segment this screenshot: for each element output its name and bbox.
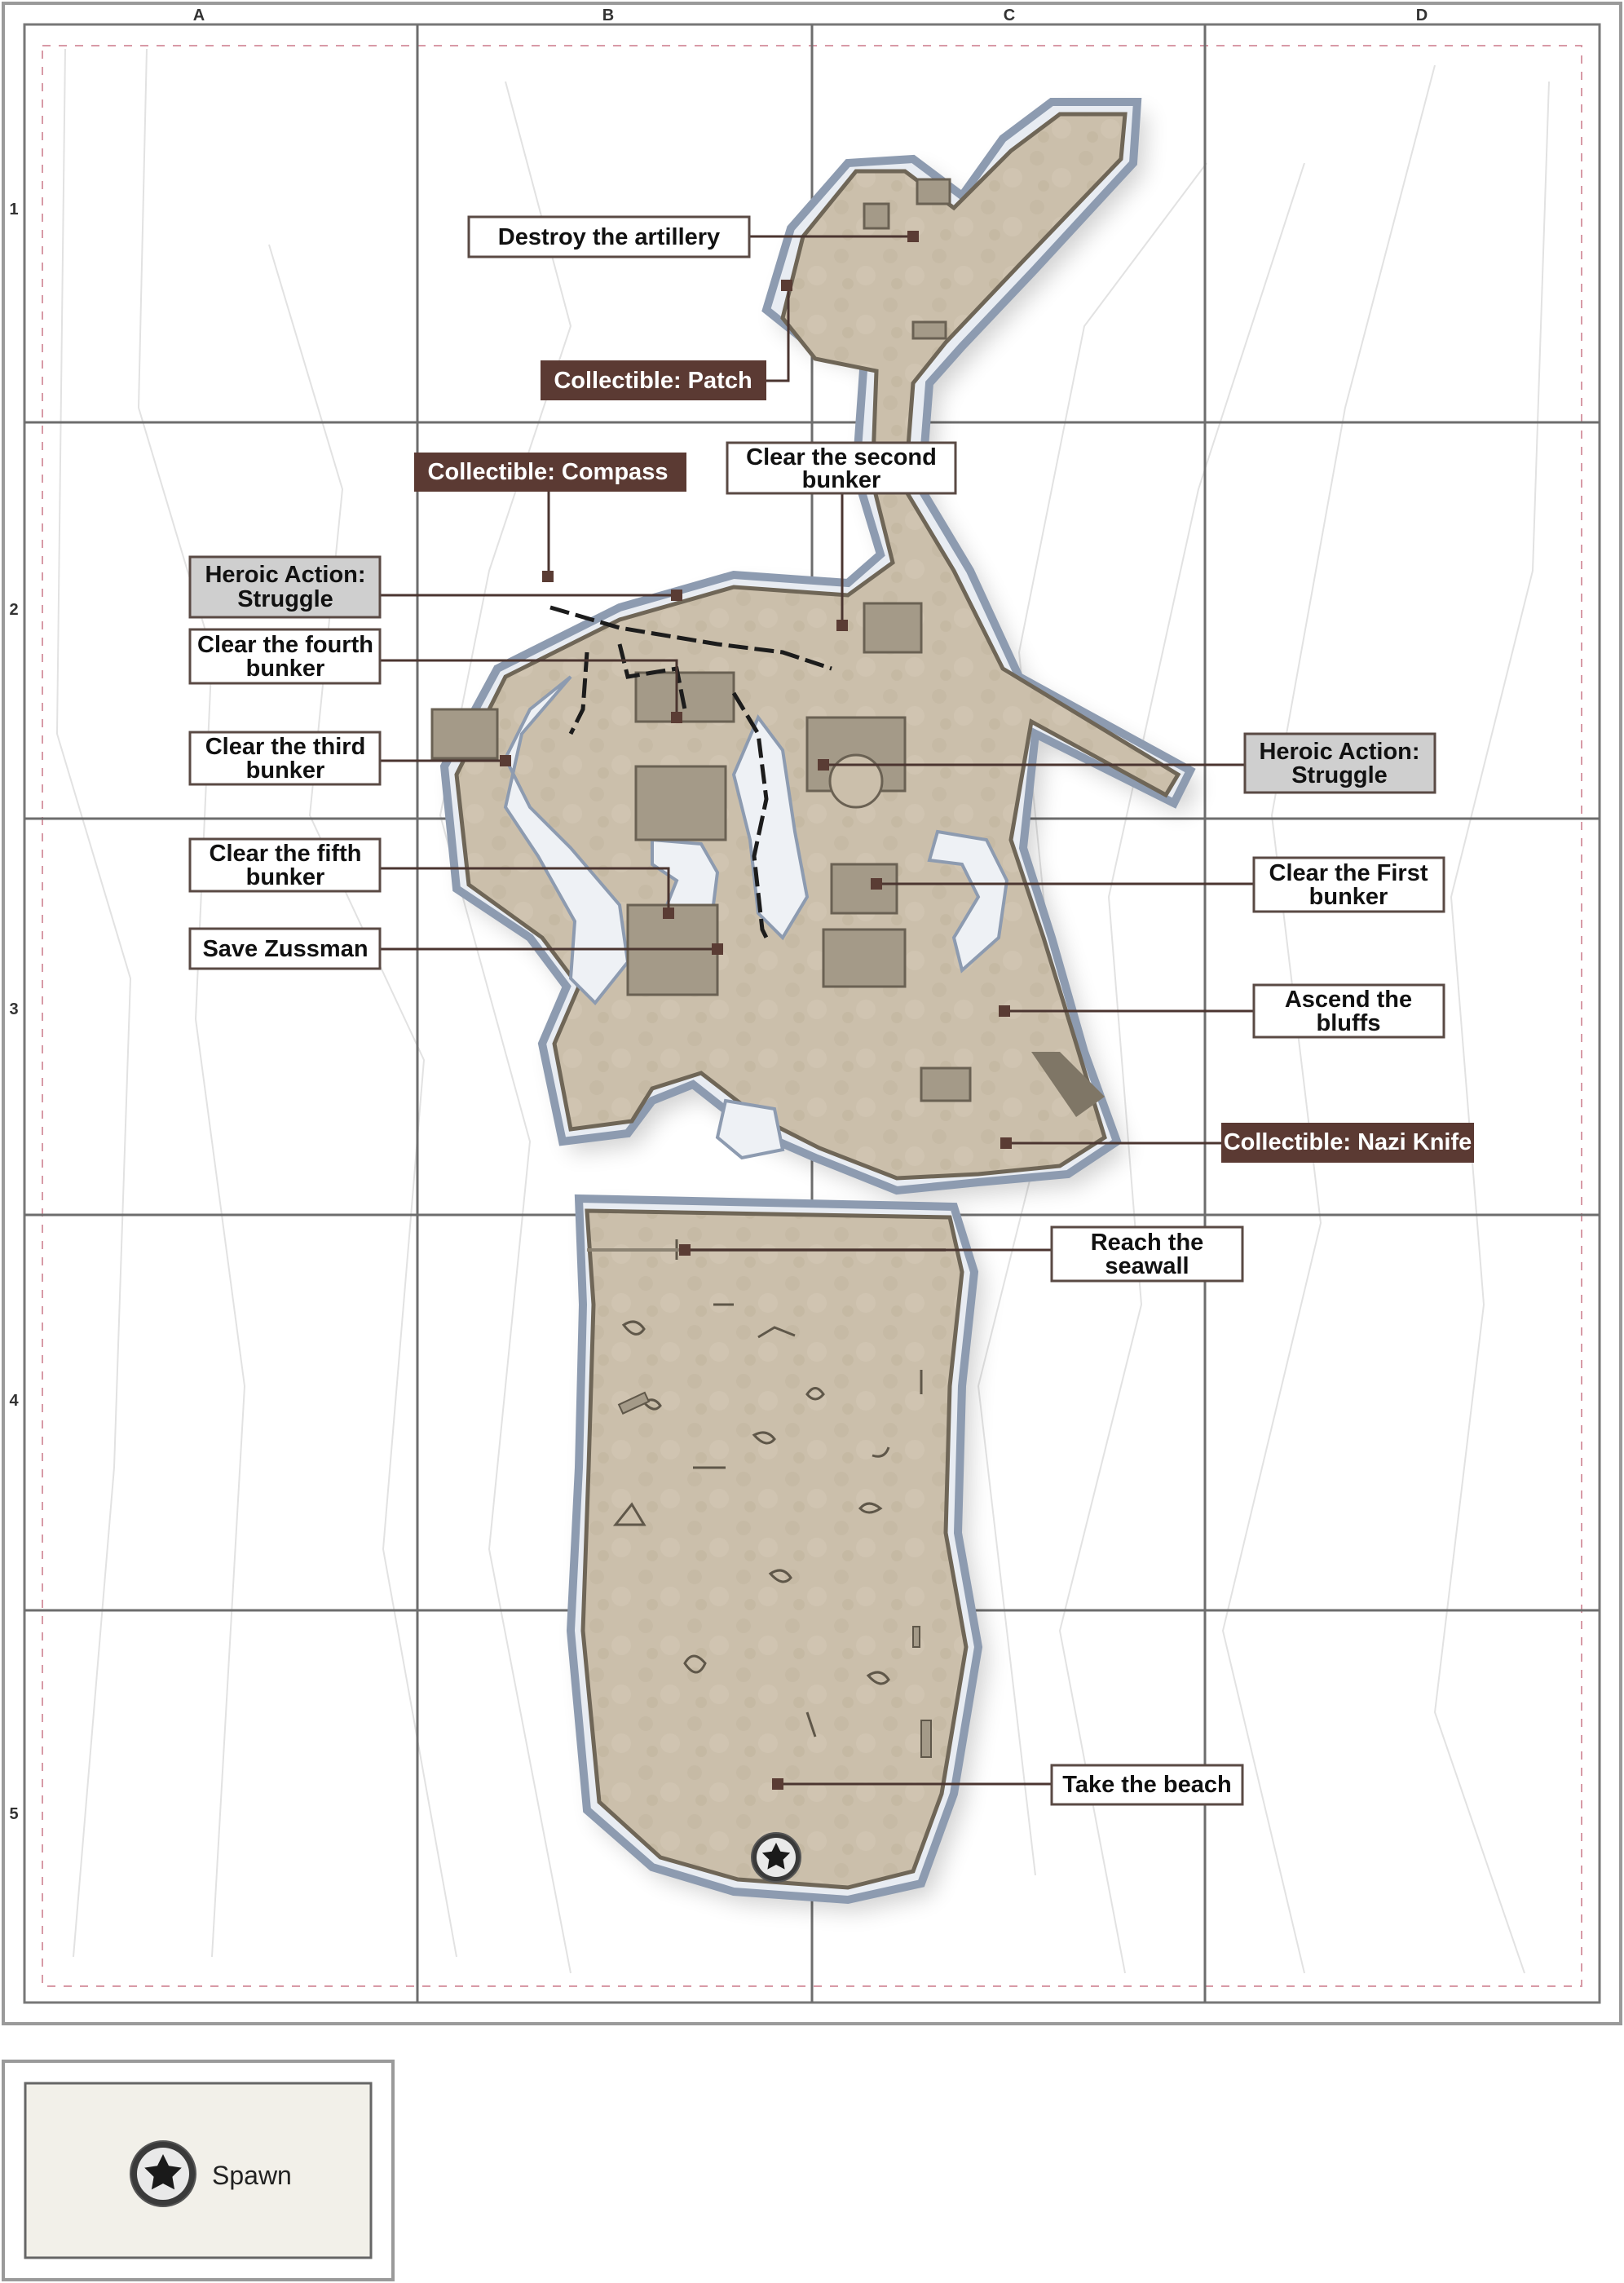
- marker-heroic-action-right: [818, 759, 829, 771]
- svg-text:Heroic Action:: Heroic Action:: [205, 562, 365, 588]
- svg-text:Collectible: Nazi Knife: Collectible: Nazi Knife: [1224, 1129, 1472, 1155]
- label-collectible-compass: Collectible: Compass: [414, 453, 686, 492]
- svg-text:bluffs: bluffs: [1317, 1010, 1381, 1036]
- svg-text:Struggle: Struggle: [1291, 762, 1388, 788]
- svg-text:Clear the fourth: Clear the fourth: [197, 632, 373, 658]
- spawn-star-icon: [751, 1832, 801, 1883]
- legend: Spawn: [2, 2060, 395, 2281]
- label-collectible-patch: Collectible: Patch: [541, 360, 766, 400]
- marker-clear-first-bunker: [871, 878, 882, 890]
- grid-col-c: C: [1004, 7, 1015, 24]
- grid-row-1: 1: [9, 201, 18, 219]
- marker-clear-fourth-bunker: [671, 712, 682, 723]
- marker-collectible-nazi-knife: [1000, 1137, 1012, 1149]
- label-clear-second-bunker: Clear the second bunker: [726, 441, 957, 495]
- svg-text:bunker: bunker: [246, 757, 325, 784]
- svg-text:bunker: bunker: [246, 656, 325, 682]
- legend-spawn-label: Spawn: [212, 2161, 292, 2190]
- grid-row-2: 2: [9, 601, 18, 619]
- svg-text:Collectible: Compass: Collectible: Compass: [428, 459, 669, 485]
- marker-collectible-patch: [781, 280, 792, 291]
- svg-text:Ascend the: Ascend the: [1285, 987, 1412, 1013]
- label-save-zussman: Save Zussman: [188, 927, 382, 970]
- svg-text:bunker: bunker: [1309, 884, 1388, 910]
- label-clear-fourth-bunker: Clear the fourth bunker: [188, 628, 382, 685]
- svg-text:Destroy the artillery: Destroy the artillery: [498, 224, 720, 250]
- marker-clear-fifth-bunker: [663, 907, 674, 919]
- grid-col-a: A: [193, 7, 205, 24]
- grid-col-b: B: [602, 7, 614, 24]
- label-heroic-action-right: Heroic Action: Struggle: [1243, 732, 1436, 794]
- svg-text:Clear the second: Clear the second: [746, 444, 937, 470]
- svg-text:Clear the First: Clear the First: [1269, 860, 1428, 886]
- marker-clear-second-bunker: [836, 620, 848, 631]
- svg-text:Take the beach: Take the beach: [1062, 1772, 1231, 1798]
- svg-text:Clear the fifth: Clear the fifth: [210, 841, 362, 867]
- svg-text:seawall: seawall: [1105, 1253, 1189, 1279]
- svg-text:Heroic Action:: Heroic Action:: [1259, 739, 1419, 765]
- label-clear-first-bunker: Clear the First bunker: [1252, 856, 1445, 913]
- grid-row-3: 3: [9, 1000, 18, 1018]
- svg-text:bunker: bunker: [246, 864, 325, 890]
- svg-text:Reach the: Reach the: [1091, 1230, 1204, 1256]
- grid-row-4: 4: [9, 1392, 19, 1410]
- leader-lines: [380, 235, 1254, 1786]
- svg-text:Collectible: Patch: Collectible: Patch: [554, 368, 752, 394]
- marker-take-beach: [772, 1778, 783, 1790]
- label-clear-third-bunker: Clear the third bunker: [188, 731, 382, 786]
- label-clear-fifth-bunker: Clear the fifth bunker: [188, 837, 382, 893]
- svg-text:Clear the third: Clear the third: [205, 734, 366, 760]
- marker-collectible-compass: [542, 571, 554, 582]
- svg-text:Struggle: Struggle: [237, 586, 333, 612]
- grid-col-d: D: [1416, 7, 1428, 24]
- grid-row-labels: 1 2 3 4 5: [9, 201, 19, 1823]
- svg-text:Save Zussman: Save Zussman: [202, 936, 368, 962]
- label-ascend-bluffs: Ascend the bluffs: [1252, 983, 1445, 1039]
- label-collectible-nazi-knife: Collectible: Nazi Knife: [1221, 1123, 1474, 1163]
- marker-reach-seawall: [679, 1244, 691, 1256]
- label-take-beach: Take the beach: [1050, 1764, 1244, 1806]
- marker-heroic-action-left: [671, 590, 682, 601]
- objective-markers: [500, 231, 1012, 1790]
- legend-spawn-icon: [130, 2140, 196, 2207]
- marker-clear-third-bunker: [500, 755, 511, 766]
- marker-ascend-bluffs: [999, 1005, 1010, 1017]
- label-destroy-artillery: Destroy the artillery: [467, 215, 751, 258]
- grid-column-labels: A B C D: [193, 7, 1428, 24]
- grid-row-5: 5: [9, 1805, 18, 1823]
- label-heroic-action-left: Heroic Action: Struggle: [188, 555, 382, 619]
- marker-save-zussman: [712, 943, 723, 955]
- marker-destroy-artillery: [907, 231, 919, 242]
- label-reach-seawall: Reach the seawall: [1050, 1225, 1244, 1283]
- svg-text:bunker: bunker: [802, 467, 881, 493]
